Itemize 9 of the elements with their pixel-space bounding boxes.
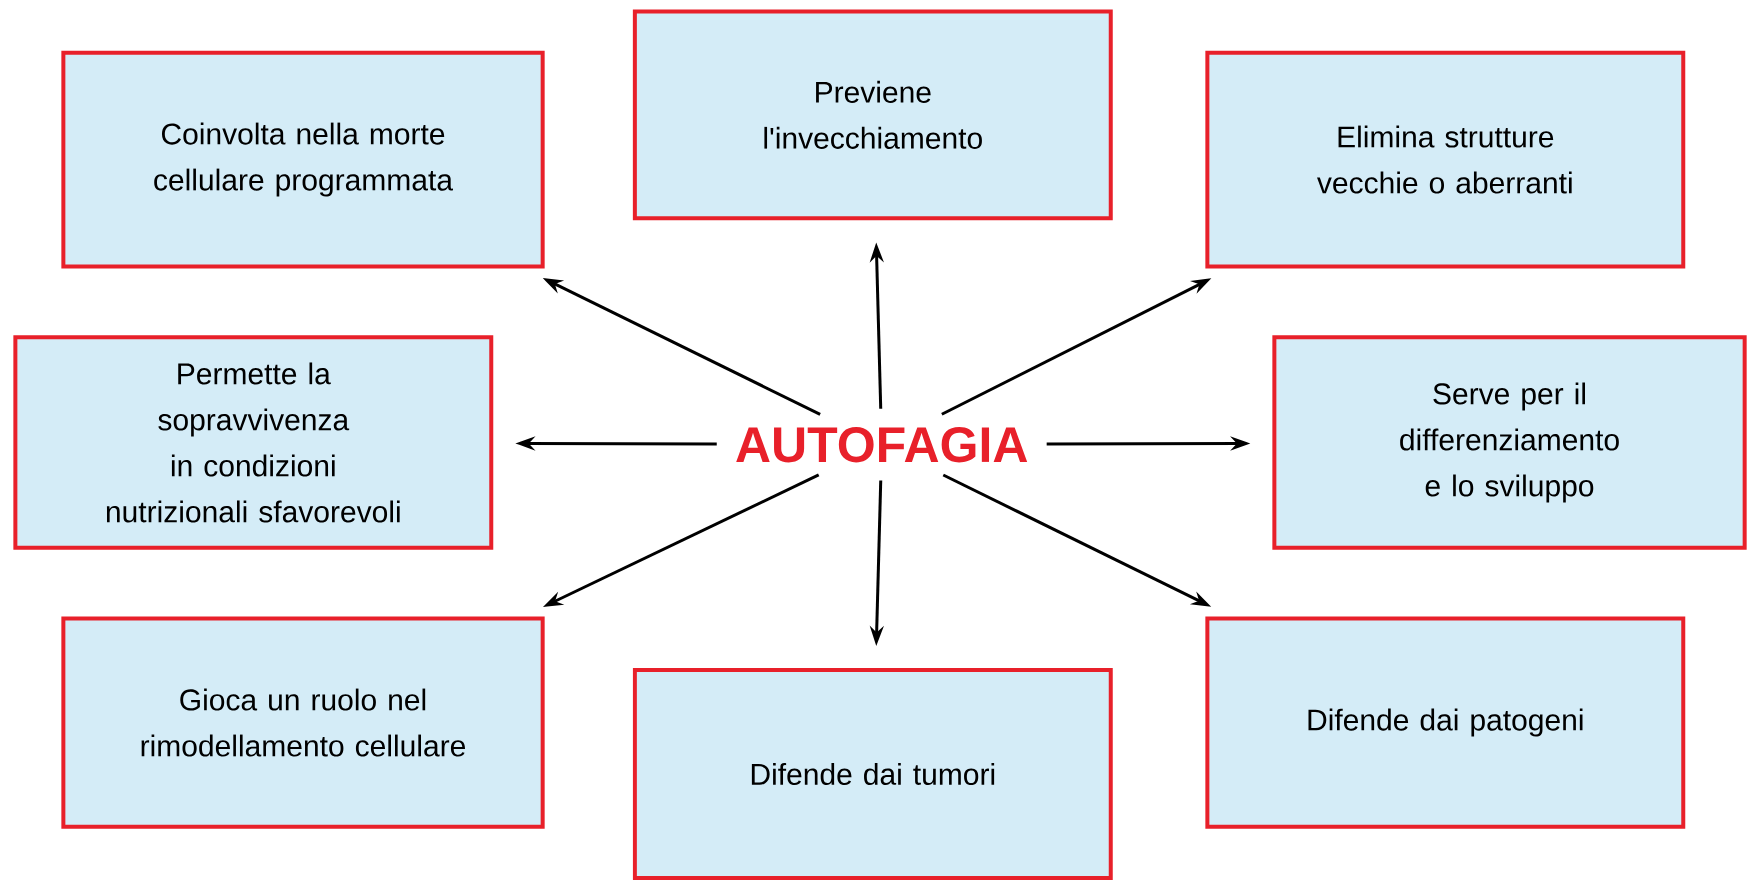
text-box: Difende dai tumori xyxy=(632,667,1113,880)
text-box: Elimina strutture vecchie o aberranti xyxy=(1205,50,1686,269)
text-box: Serve per il differenziamento e lo sviluppo xyxy=(1272,335,1747,550)
center-title: AUTOFAGIA xyxy=(736,427,1028,463)
text-box: Coinvolta nella morte cellulare programmata xyxy=(61,50,545,269)
text-box: Previene l'invecchiamento xyxy=(632,9,1113,221)
text-box: Gioca un ruolo nel rimodellamento cellulare xyxy=(61,616,545,829)
text-box: Difende dai patogeni xyxy=(1205,616,1686,829)
text-box: Permette la sopravvivenza in condizioni nutrizionali sfavorevoli xyxy=(13,335,494,550)
